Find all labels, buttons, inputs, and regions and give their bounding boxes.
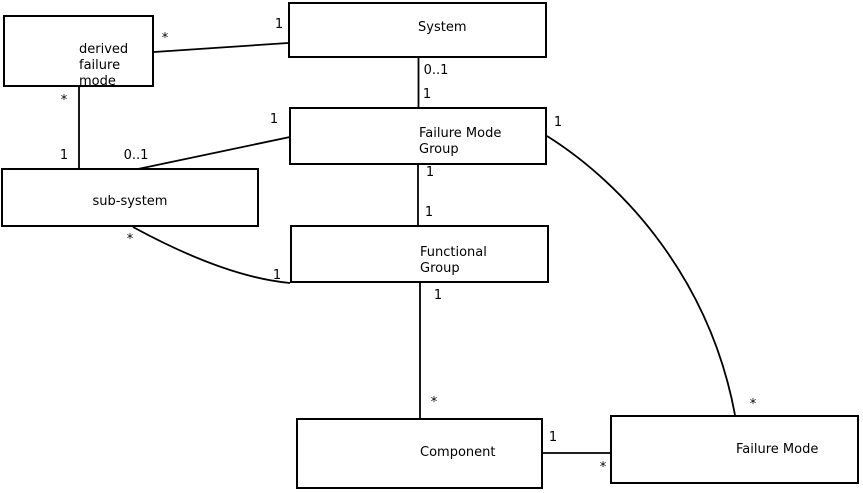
node-label: failure	[79, 58, 121, 73]
node-failure-mode-group: Failure Mode Group	[289, 107, 547, 165]
multiplicity-label: 1	[59, 148, 69, 163]
multiplicity-label: *	[430, 395, 438, 410]
multiplicity-label: 1	[553, 115, 563, 130]
node-failure-mode: Failure Mode	[610, 415, 859, 484]
node-label: Failure Mode	[736, 442, 819, 457]
node-label: Failure Mode	[419, 126, 502, 141]
multiplicity-label: *	[749, 397, 757, 412]
edge-sub-system-to-functional-group	[132, 226, 291, 284]
multiplicity-label: 1	[274, 17, 284, 32]
multiplicity-label: 1	[548, 430, 558, 445]
node-derived-failure-mode: derived failure mode	[3, 15, 154, 89]
multiplicity-label: 1	[272, 268, 282, 283]
node-sub-system: sub-system	[1, 168, 259, 227]
node-component: Component	[296, 418, 543, 489]
node-label: derived	[79, 42, 129, 57]
edge-failure-mode-group-to-sub-system	[137, 136, 291, 170]
edge-derived-failure-mode-to-system	[153, 42, 289, 53]
node-functional-group: Functional Group	[290, 225, 549, 283]
multiplicity-label: 1	[424, 205, 434, 220]
multiplicity-label: *	[126, 232, 134, 247]
node-label: Group	[419, 142, 459, 157]
multiplicity-label: *	[161, 31, 169, 46]
multiplicity-label: 0..1	[123, 148, 149, 163]
node-label: mode	[79, 74, 116, 89]
multiplicity-label: *	[599, 460, 607, 475]
multiplicity-label: 1	[422, 87, 432, 102]
multiplicity-label: *	[60, 93, 68, 108]
edge-failure-mode-group-to-failure-mode	[546, 135, 736, 416]
node-system: System	[288, 2, 547, 58]
node-label: Component	[420, 445, 496, 460]
node-label: Group	[420, 261, 460, 276]
multiplicity-label: 1	[433, 288, 443, 303]
node-label: Functional	[420, 245, 487, 260]
node-label: System	[418, 20, 467, 35]
node-label: sub-system	[92, 194, 168, 209]
multiplicity-label: 1	[425, 165, 435, 180]
multiplicity-label: 1	[269, 112, 279, 127]
multiplicity-label: 0..1	[423, 63, 449, 78]
